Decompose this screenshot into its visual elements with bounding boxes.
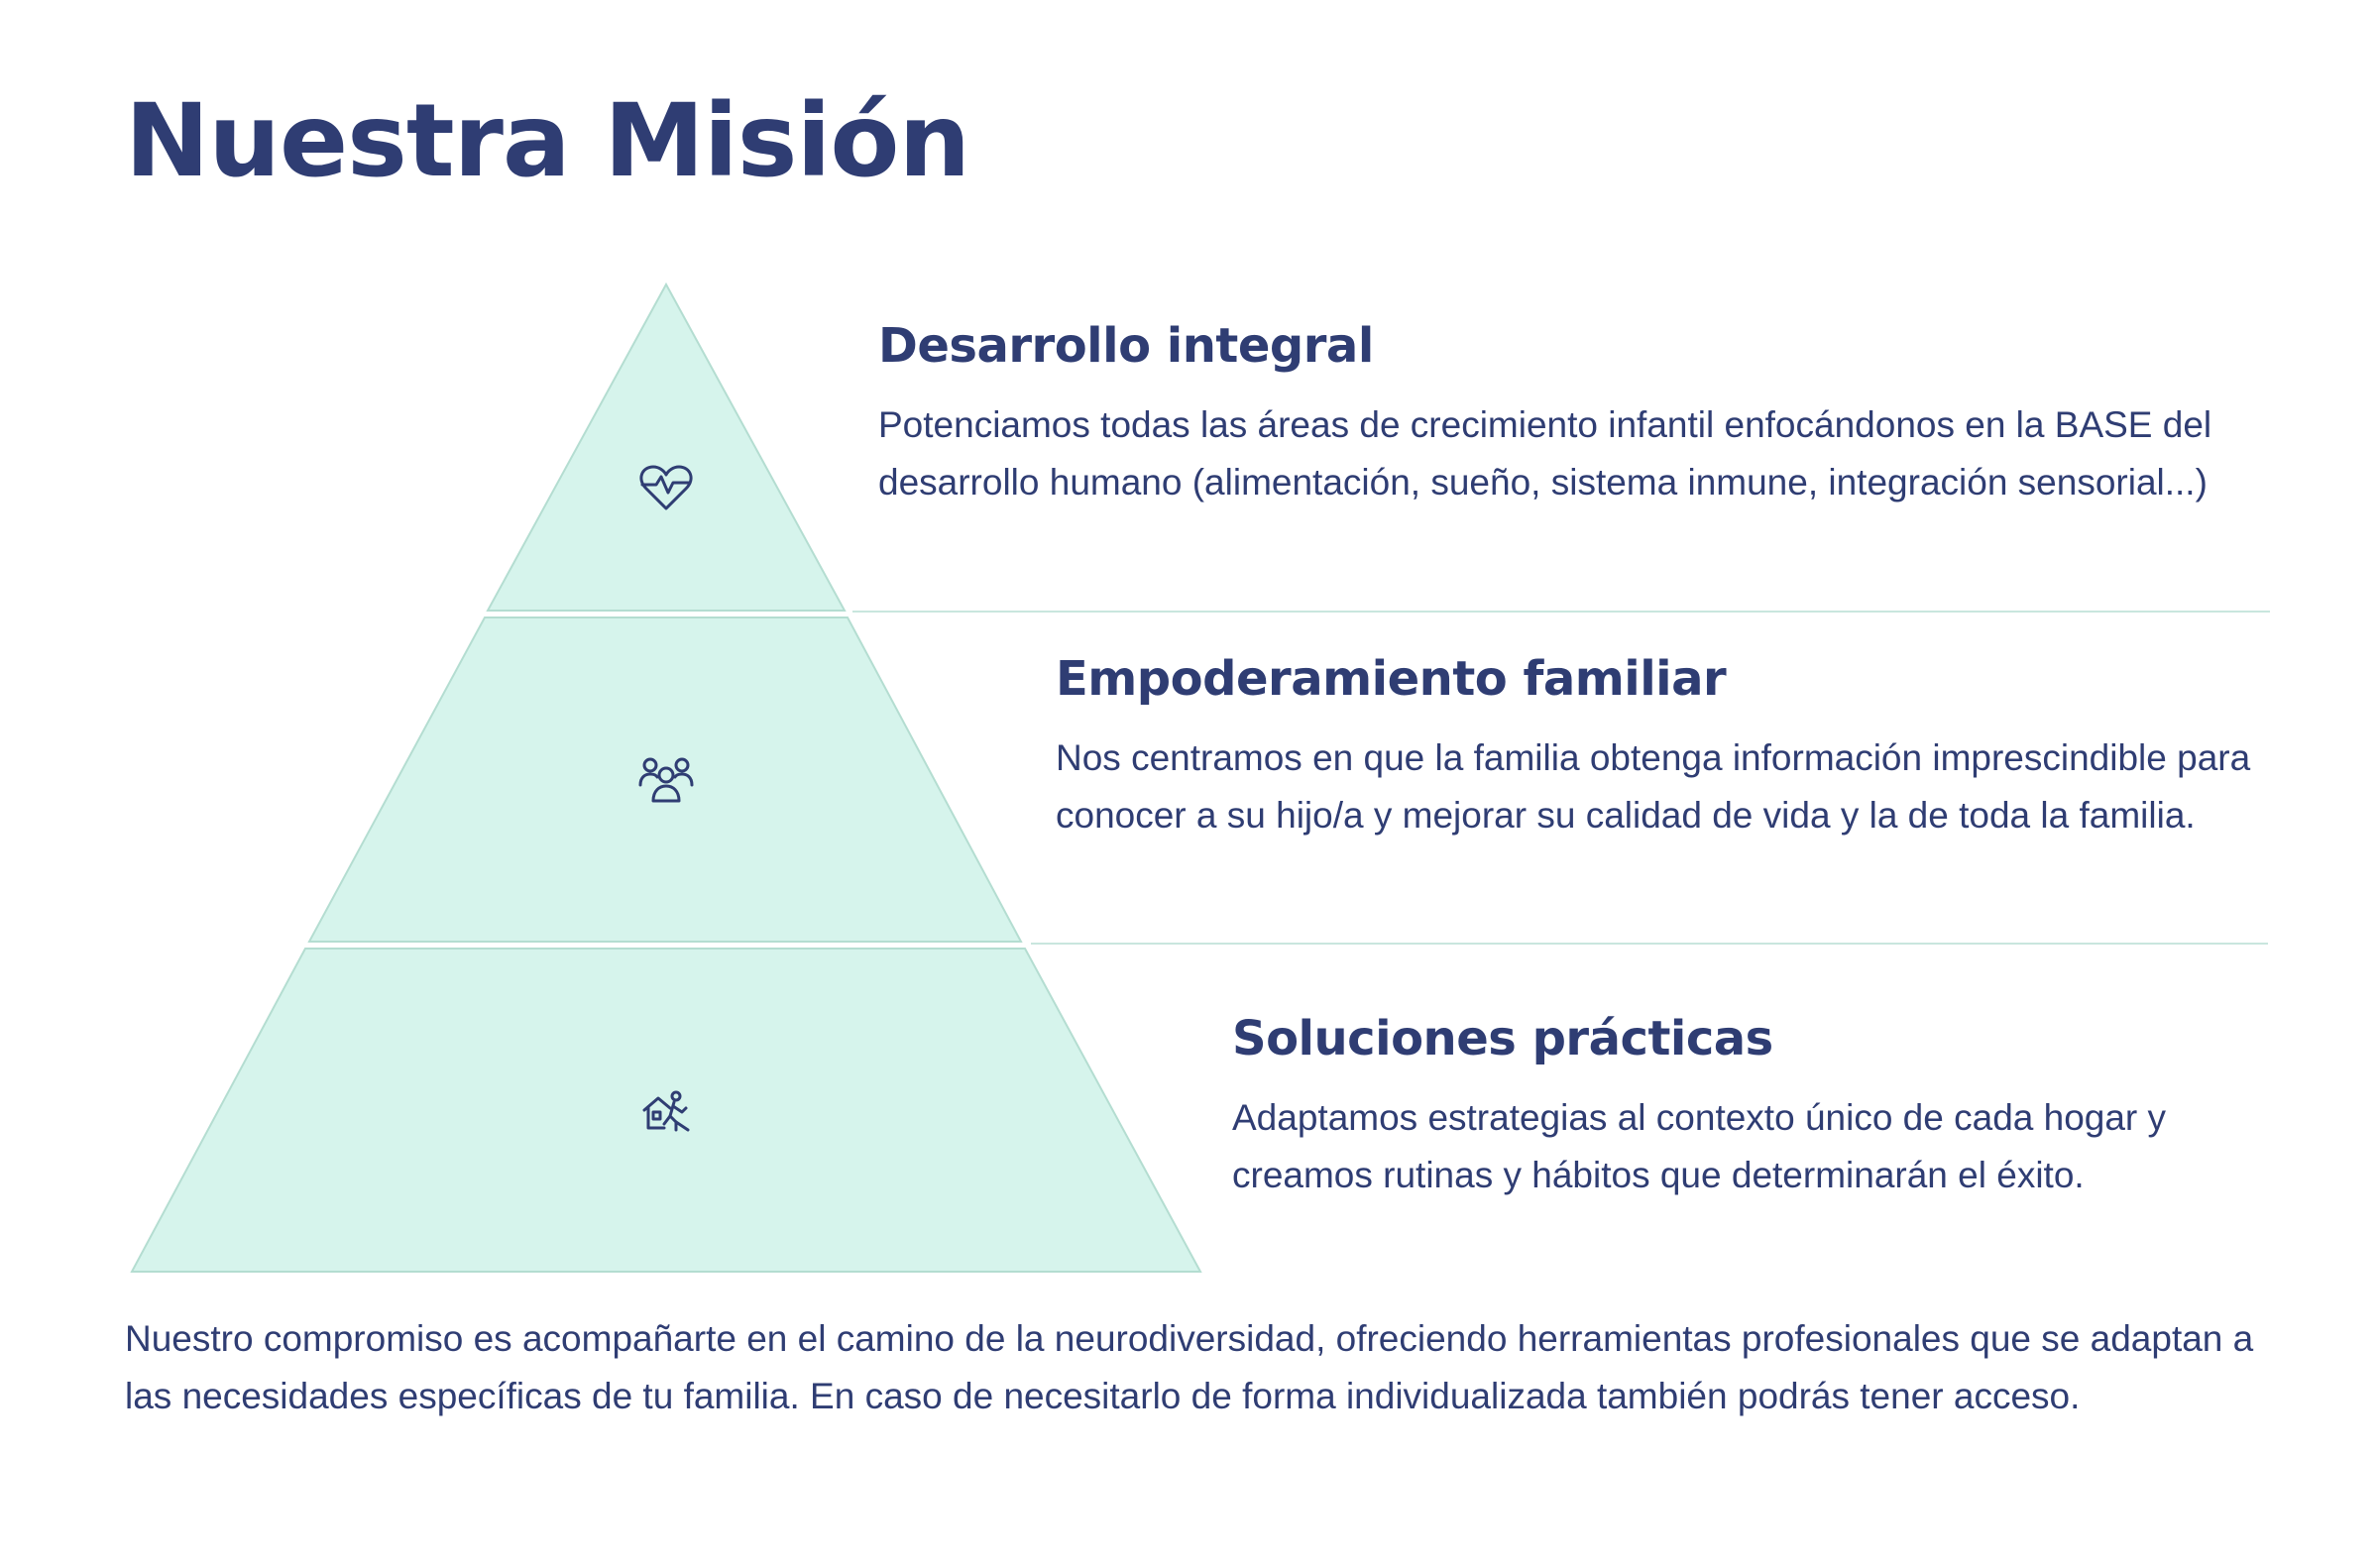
- section-description: Nos centramos en que la familia obtenga …: [1056, 736, 2251, 836]
- section-title: Empoderamiento familiar: [1056, 651, 1727, 707]
- page-title: Nuestra Misión: [125, 82, 970, 200]
- section-title: Soluciones prácticas: [1232, 1011, 1773, 1066]
- home-person-icon: [642, 1090, 690, 1132]
- section-divider: [1031, 943, 2268, 945]
- section-description: Adaptamos estrategias al contexto único …: [1232, 1096, 2167, 1195]
- section-soluciones-practicas: Soluciones prácticas Adaptamos estrategi…: [1232, 1013, 2256, 1204]
- section-empoderamiento-familiar: Empoderamiento familiar Nos centramos en…: [1056, 653, 2256, 844]
- section-divider: [852, 611, 2270, 613]
- section-title: Desarrollo integral: [878, 318, 1374, 374]
- section-desarrollo-integral: Desarrollo integral Potenciamos todas la…: [878, 320, 2256, 511]
- family-group-icon: [638, 757, 694, 803]
- heart-pulse-icon: [639, 465, 693, 510]
- section-description: Potenciamos todas las áreas de crecimien…: [878, 403, 2212, 503]
- pyramid-tier-top: [486, 281, 847, 612]
- pyramid-tier-bottom: [130, 948, 1202, 1273]
- mission-footer-text: Nuestro compromiso es acompañarte en el …: [125, 1318, 2254, 1416]
- pyramid-tier-middle: [307, 616, 1023, 943]
